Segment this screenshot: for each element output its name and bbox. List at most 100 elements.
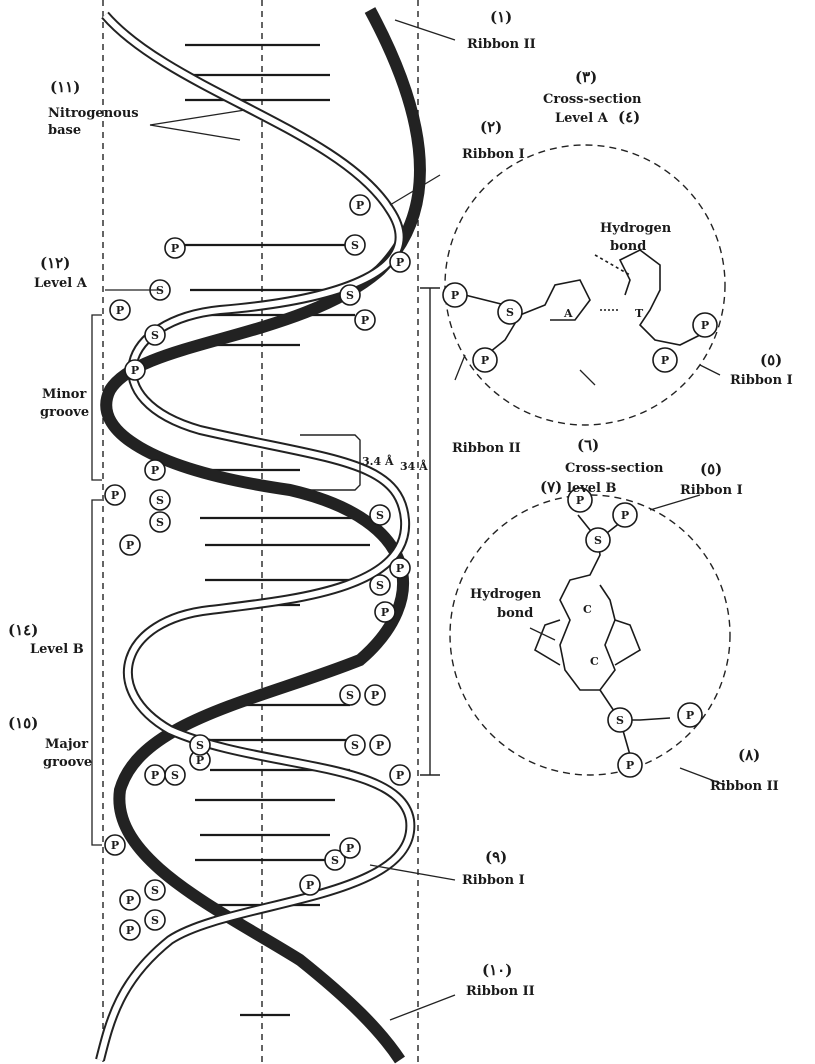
label-groove-minor: groove bbox=[40, 405, 89, 420]
phosphate-label: P bbox=[116, 304, 124, 317]
phosphate-label: P bbox=[151, 769, 159, 782]
dimension-markers bbox=[300, 287, 440, 776]
num-11: (١١) bbox=[50, 78, 80, 96]
phosphate-label: P bbox=[361, 314, 369, 327]
phosphate-label: P bbox=[381, 606, 389, 619]
phosphate-label: P bbox=[481, 354, 489, 367]
phosphate-label: P bbox=[126, 539, 134, 552]
phosphate-node bbox=[104, 834, 126, 856]
label-bond-b: bond bbox=[497, 606, 533, 621]
phosphate-label: P bbox=[346, 842, 354, 855]
num-9: (٩) bbox=[485, 848, 507, 866]
phosphate-label: P bbox=[306, 879, 314, 892]
phosphate-node bbox=[119, 534, 141, 556]
sugar-label: S bbox=[156, 494, 164, 507]
label-ribbon-i-bottom: Ribbon I bbox=[462, 873, 525, 888]
sugar-label: S bbox=[196, 739, 204, 752]
sugar-label: S bbox=[151, 914, 159, 927]
sugar-node bbox=[497, 299, 523, 325]
phosphate-label: P bbox=[576, 494, 584, 507]
sugar-node bbox=[144, 879, 166, 901]
label-bond-a: bond bbox=[610, 239, 646, 254]
sugar-label: S bbox=[346, 289, 354, 302]
sugar-label: S bbox=[151, 329, 159, 342]
num-15: (١٥) bbox=[8, 714, 38, 732]
sugar-label: S bbox=[351, 739, 359, 752]
phosphate-node bbox=[119, 919, 141, 941]
num-8: (٨) bbox=[738, 746, 760, 764]
label-ribbon-i-b: Ribbon I bbox=[680, 483, 743, 498]
phosphate-label: P bbox=[701, 319, 709, 332]
cs-b-node-C-lower: C bbox=[590, 655, 599, 668]
label-ribbon-ii-a: Ribbon II bbox=[452, 441, 521, 456]
sugar-label: S bbox=[331, 854, 339, 867]
label-ribbon-ii-top: Ribbon II bbox=[467, 37, 536, 52]
sugar-node bbox=[607, 707, 633, 733]
phosphate-node bbox=[109, 299, 131, 321]
sugar-node bbox=[344, 234, 366, 256]
sugar-node bbox=[324, 849, 346, 871]
text-labels: (١) Ribbon II (١١) Nitrogenous base (٢) … bbox=[8, 8, 793, 999]
phosphate-label: P bbox=[111, 839, 119, 852]
sugar-node bbox=[585, 527, 611, 553]
num-10: (١٠) bbox=[482, 961, 512, 979]
phosphate-node bbox=[692, 312, 718, 338]
phosphate-node bbox=[364, 684, 386, 706]
cs-a-node-T: T bbox=[635, 307, 644, 320]
num-14: (١٤) bbox=[8, 621, 38, 639]
sugar-node bbox=[369, 504, 391, 526]
phosphate-label: P bbox=[626, 759, 634, 772]
phosphate-node bbox=[612, 502, 638, 528]
ribbon-ii-dark bbox=[100, 7, 426, 1064]
phosphate-node bbox=[119, 889, 141, 911]
label-cross-section-a: Cross-section bbox=[543, 92, 642, 107]
sugar-node bbox=[339, 684, 361, 706]
label-level-a-cs: Level A bbox=[555, 111, 609, 126]
sugar-node bbox=[344, 734, 366, 756]
phosphate-node bbox=[349, 194, 371, 216]
phosphate-label: P bbox=[686, 709, 694, 722]
phosphate-node bbox=[389, 764, 411, 786]
num-7: (٧) bbox=[540, 478, 562, 496]
cross-section-a bbox=[444, 144, 726, 426]
phosphate-node bbox=[104, 484, 126, 506]
label-major: Major bbox=[45, 737, 88, 752]
sugar-label: S bbox=[346, 689, 354, 702]
leader-lines bbox=[91, 19, 726, 1021]
num-4: (٤) bbox=[618, 108, 640, 126]
phosphate-label: P bbox=[126, 924, 134, 937]
num-1: (١) bbox=[490, 8, 512, 26]
phosphate-label: P bbox=[126, 894, 134, 907]
phosphate-node bbox=[354, 309, 376, 331]
sugar-node bbox=[144, 909, 166, 931]
phosphate-label: P bbox=[111, 489, 119, 502]
phosphate-label: P bbox=[196, 754, 204, 767]
phosphate-label: P bbox=[396, 562, 404, 575]
phosphate-label: P bbox=[376, 739, 384, 752]
label-level-a: Level A bbox=[34, 276, 88, 291]
phosphate-node bbox=[472, 347, 498, 373]
phosphate-label: P bbox=[621, 509, 629, 522]
sugar-label: S bbox=[616, 714, 624, 727]
phosphate-label: P bbox=[661, 354, 669, 367]
phosphate-label: P bbox=[396, 769, 404, 782]
phosphate-node bbox=[144, 764, 166, 786]
phosphate-node bbox=[124, 359, 146, 381]
sugar-label: S bbox=[151, 884, 159, 897]
phosphate-node bbox=[144, 459, 166, 481]
label-cross-section-b: Cross-section bbox=[565, 461, 664, 476]
cs-a-node-A: A bbox=[563, 307, 573, 320]
backbone-ribbons bbox=[95, 7, 426, 1064]
dimension-34-angstrom: 34 Å bbox=[400, 459, 428, 473]
phosphate-node bbox=[299, 874, 321, 896]
sugar-label: S bbox=[171, 769, 179, 782]
phosphate-label: P bbox=[451, 289, 459, 302]
num-2: (٢) bbox=[480, 118, 502, 136]
phosphate-node bbox=[164, 237, 186, 259]
num-5b: (٥) bbox=[700, 460, 722, 478]
phosphate-label: P bbox=[371, 689, 379, 702]
sugar-label: S bbox=[156, 516, 164, 529]
